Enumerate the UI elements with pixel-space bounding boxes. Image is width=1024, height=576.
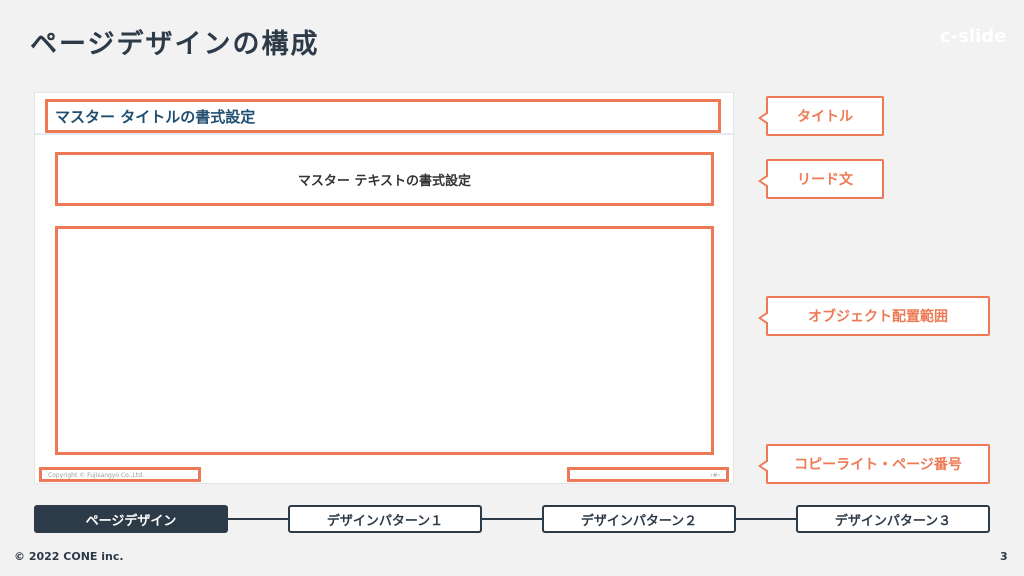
copyright-box: Copyright © Fujisangyo Co.,Ltd. (39, 467, 201, 482)
lead-box: マスター テキストの書式設定 (55, 152, 714, 206)
lead-text: マスター テキストの書式設定 (297, 173, 472, 189)
slide-preview: マスター タイトルの書式設定 マスター テキストの書式設定 Copyright … (34, 92, 735, 484)
step-page-design[interactable]: ページデザイン (34, 505, 228, 533)
logo: c-slide (940, 26, 1007, 47)
callout-lead: リード文 (758, 159, 884, 199)
title-bar (35, 93, 735, 135)
master-title: マスター タイトルの書式設定 (55, 108, 256, 126)
object-area (55, 226, 714, 455)
step-pattern-3[interactable]: デザインパターン３ (796, 505, 990, 533)
step-connector (130, 518, 890, 520)
page-number-placeholder: ‹#› (710, 472, 720, 479)
callout-title: タイトル (758, 96, 884, 136)
footer-copyright: © 2022 CONE inc. (14, 550, 124, 563)
title-outline (45, 99, 721, 133)
page-title: ページデザインの構成 (30, 29, 320, 60)
page-number: 3 (1000, 550, 1008, 563)
step-pattern-2[interactable]: デザインパターン２ (542, 505, 736, 533)
step-pattern-1[interactable]: デザインパターン１ (288, 505, 482, 533)
callout-object-area: オブジェクト配置範囲 (758, 296, 990, 336)
callout-copyright-page: コピーライト・ページ番号 (758, 444, 990, 484)
page-number-box: ‹#› (567, 467, 729, 482)
copyright-text: Copyright © Fujisangyo Co.,Ltd. (48, 472, 144, 479)
